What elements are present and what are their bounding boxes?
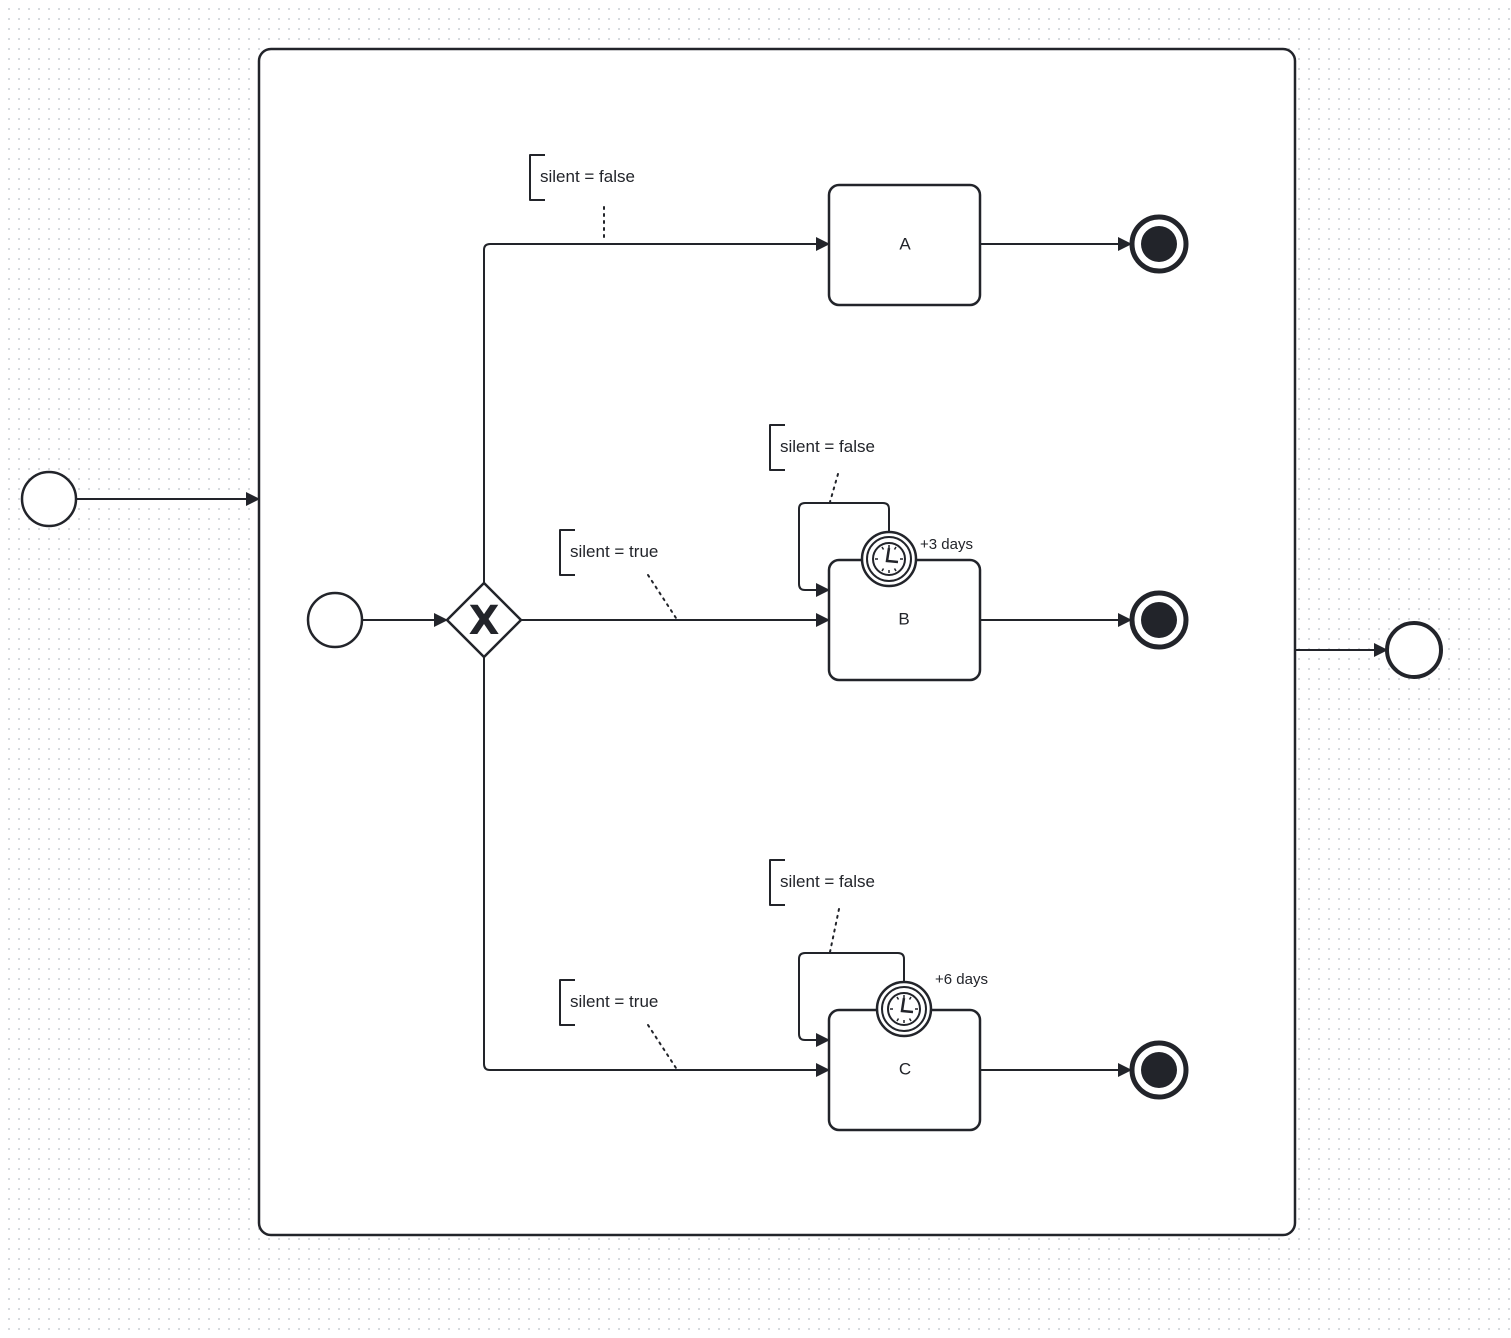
inner-start-event[interactable] (306, 591, 364, 649)
annotation-flow-b[interactable]: silent = true (559, 529, 658, 576)
association-timer-c (829, 908, 840, 953)
association-timer-b (829, 473, 839, 503)
task-c-label: C (899, 1059, 911, 1078)
annotation-timer-b-text: silent = false (780, 437, 875, 456)
flow-timer-c-loop[interactable] (798, 952, 905, 1047)
association-flow-b (647, 574, 677, 619)
gateway-x-marker: X (469, 598, 500, 644)
exclusive-gateway[interactable]: X (445, 581, 523, 659)
outer-start-event[interactable] (20, 470, 78, 528)
timer-b-label: +3 days (920, 536, 973, 553)
timer-c-clock-icon[interactable] (875, 980, 933, 1038)
flow-timer-b-loop[interactable] (798, 502, 890, 597)
timer-c-label: +6 days (935, 971, 988, 988)
annotation-flow-b-text: silent = true (570, 542, 658, 561)
annotation-flow-a-text: silent = false (540, 167, 635, 186)
annotation-flow-c[interactable]: silent = true (559, 979, 658, 1026)
task-b-label: B (898, 609, 909, 628)
end-event-c[interactable] (1129, 1040, 1189, 1100)
task-a-label: A (899, 234, 911, 253)
end-event-a[interactable] (1129, 214, 1189, 274)
subprocess-container[interactable] (257, 47, 1297, 1237)
association-flow-c (647, 1024, 677, 1069)
annotation-timer-c[interactable]: silent = false (769, 859, 875, 906)
annotation-flow-c-text: silent = true (570, 992, 658, 1011)
annotation-flow-a[interactable]: silent = false (529, 154, 635, 201)
outer-end-event[interactable] (1385, 621, 1443, 679)
task-a[interactable]: A (827, 183, 982, 307)
flow-gateway-to-task-a[interactable] (483, 237, 830, 583)
flow-gateway-to-task-c[interactable] (483, 657, 830, 1077)
annotation-timer-c-text: silent = false (780, 872, 875, 891)
end-event-b[interactable] (1129, 590, 1189, 650)
annotation-timer-b[interactable]: silent = false (769, 424, 875, 471)
timer-b-clock-icon[interactable] (860, 530, 918, 588)
